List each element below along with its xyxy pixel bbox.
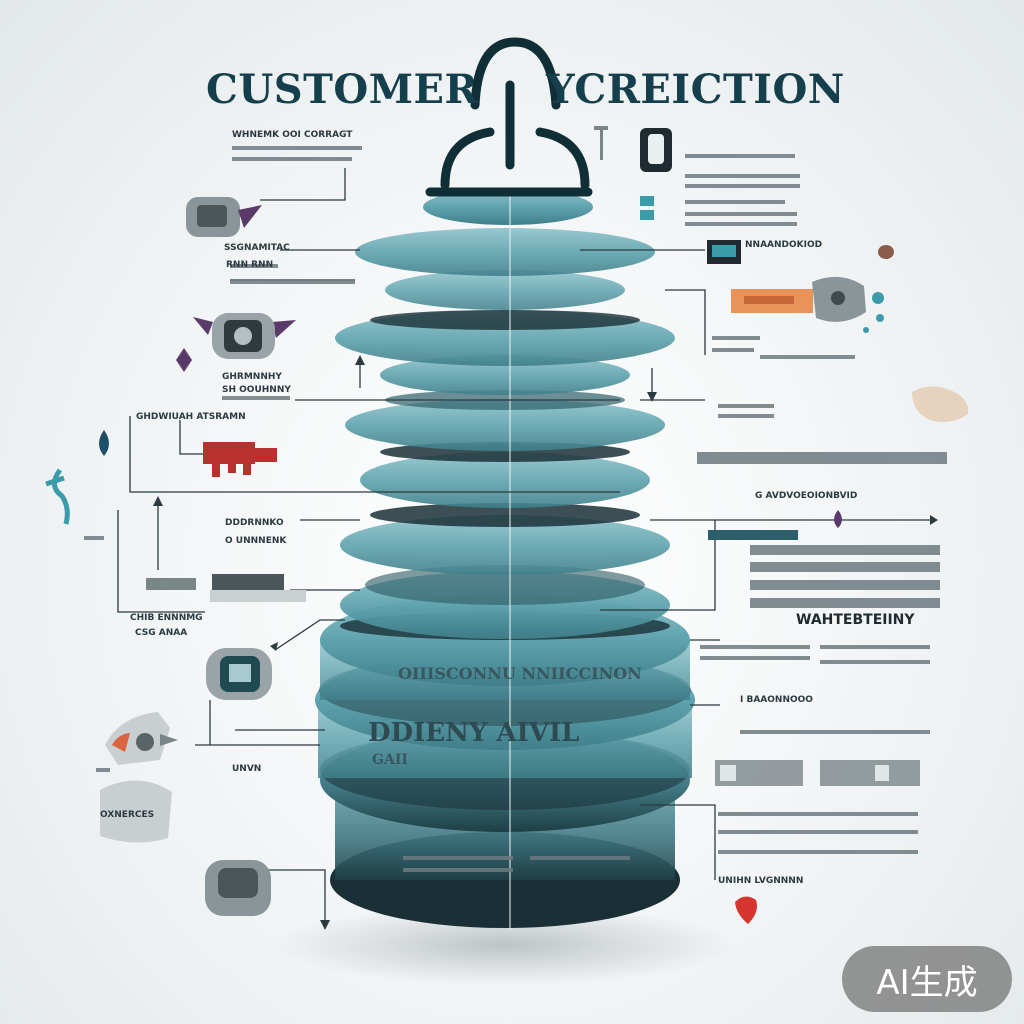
right-label-5: UNIHN LVGNNNN [718,876,804,886]
arrow-small-icon [160,734,178,746]
tower-shadow [275,905,735,985]
drop-icon [834,510,842,528]
heart-icon [735,896,757,924]
tower-stack [315,189,695,930]
title-left: CUSTOMER [206,66,479,113]
hand-icon [203,442,277,477]
disk-mid-5 [360,452,650,508]
gear-badge-icon [186,197,262,237]
printer-icon [146,574,306,602]
disk-text-3: GAII [372,752,408,768]
cup-icon [594,126,672,220]
panel-right-icons [708,530,920,786]
text-bars [84,146,947,872]
left-label-1-sub: RNN RNN [226,260,274,270]
disk-top-2 [385,270,625,310]
disk-top-1 [355,228,655,276]
disk-mid-6 [340,515,670,575]
disk-cap [423,189,593,225]
connector-lines [117,168,930,920]
rock-icon [878,245,894,259]
left-label-7: OXNERCES [100,810,155,820]
puzzle-icon [912,386,969,422]
mug-icon [205,860,271,916]
ai-generated-watermark: AI生成 [842,946,1012,1012]
right-label-4: I BAAONNOOO [740,695,813,705]
left-label-4-sub: O UNNNENK [225,536,287,546]
left-label-2-sub: SH OOUHNNY [222,385,291,395]
device-badge-icon [206,648,272,700]
clip-icon [45,468,70,525]
watermark-text: AI生成 [876,962,978,1003]
screen-icon [707,240,741,264]
camera-badge-icon [193,313,296,359]
fox-figure-icon [100,712,172,843]
left-label-4: DDDRNNKO [225,518,284,528]
right-label-2: G AVDVOEOIONBVID [755,491,858,501]
title-right: YCREICTION [546,66,845,113]
disk-text-1: OIIISCONNU NNIICCINON [398,664,642,683]
left-label-2: GHRMNNHY [222,372,282,382]
pin-icon [176,348,192,372]
left-label-6: UNVN [232,764,262,774]
left-label-5-sub: CSG ANAA [135,628,188,638]
right-label-3: WAHTEBTEIINY [796,612,915,628]
disk-mid-4 [345,399,665,451]
arrowheads [153,355,938,930]
top-left-heading: WHNEMK OOI CORRAGT [232,130,353,140]
disk-mid-3 [380,355,630,395]
left-label-1: SSGNAMITAC [224,243,290,253]
disk-text-2: DDIENY AIVIL [368,718,580,748]
left-label-3: GHDWIUAH ATSRAMN [136,412,246,422]
left-label-5: CHIB ENNNMG [130,613,203,623]
leaf-drop-icon [99,430,109,456]
right-label-1: NNAANDOKIOD [745,240,823,250]
tag-icon [731,276,884,333]
padlock-shackle-icon [425,37,593,197]
